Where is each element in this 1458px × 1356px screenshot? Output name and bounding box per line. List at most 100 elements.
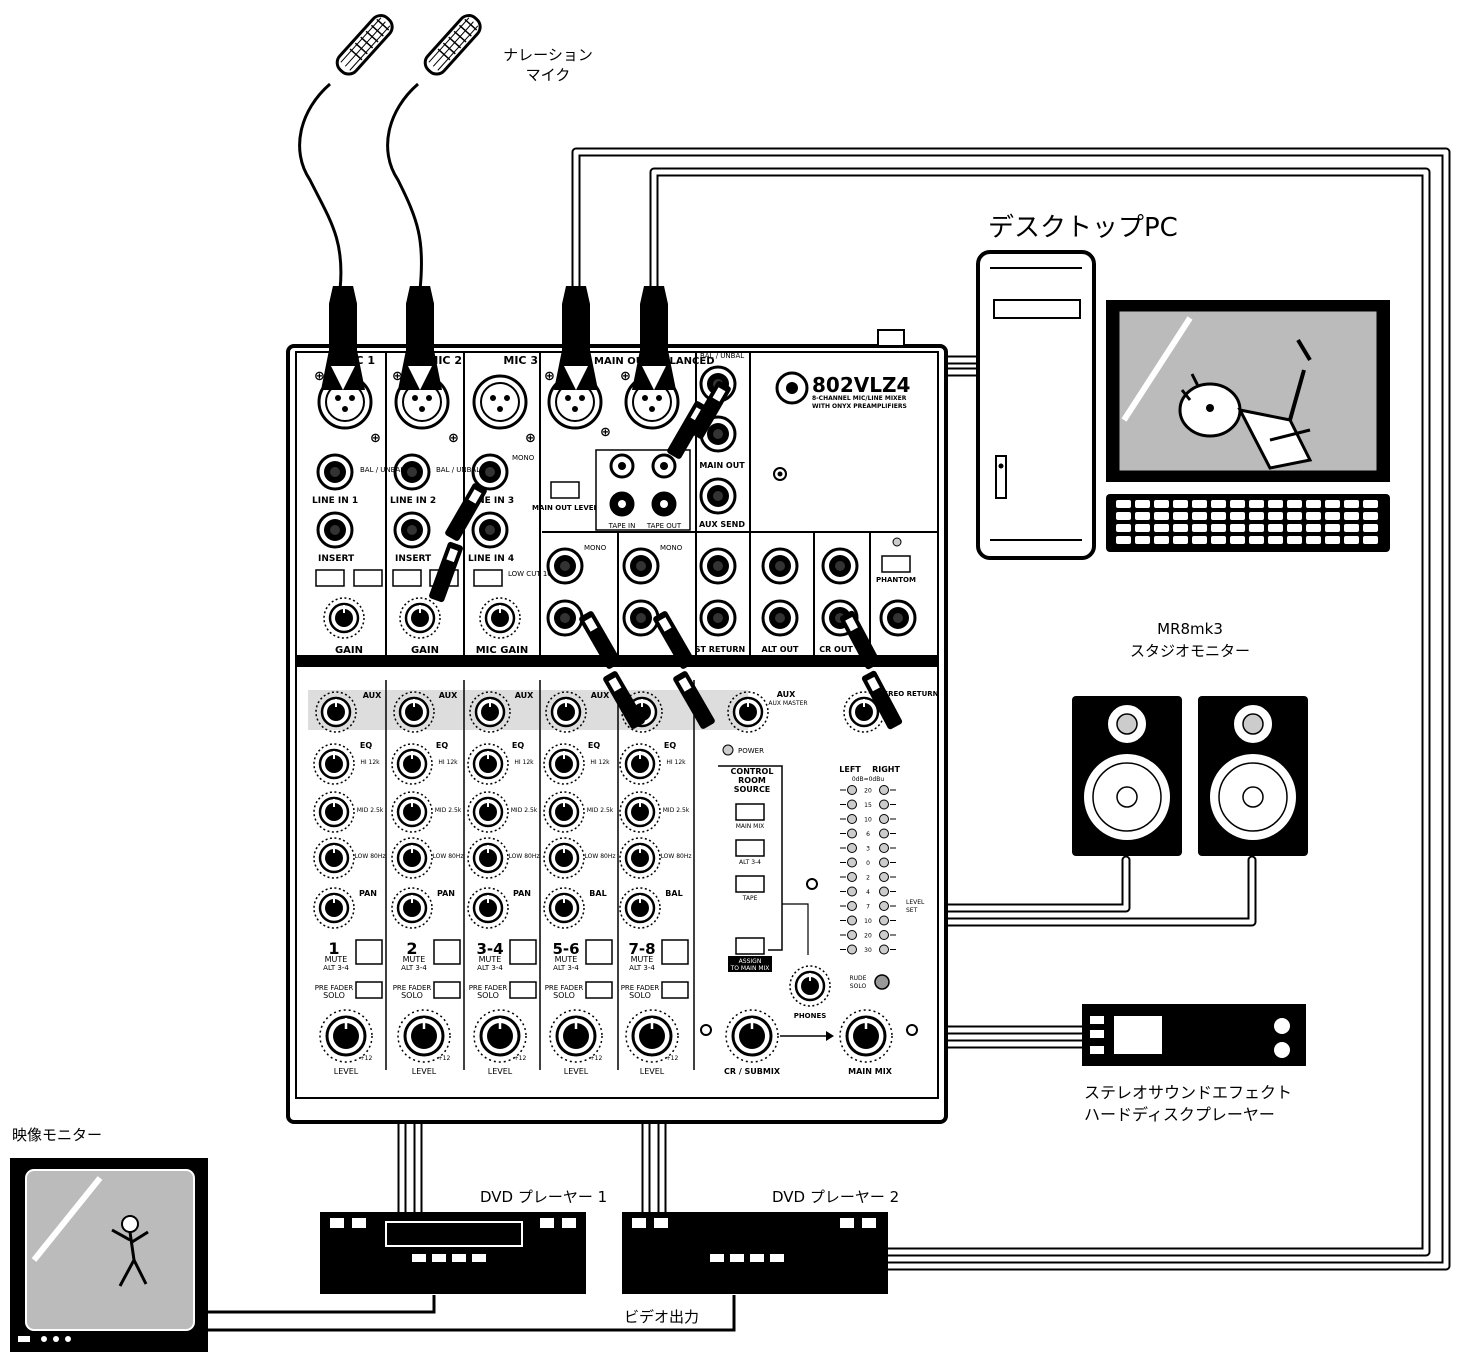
alt-out-r-jack[interactable] (761, 599, 799, 637)
line-in-5-jack[interactable] (546, 547, 584, 585)
microphone-icon (423, 14, 482, 76)
cr-main-mix-button[interactable] (735, 803, 765, 821)
keyboard-key (1325, 524, 1340, 532)
mid-label-3: MID 2.5k (511, 807, 538, 814)
keyboard-key (1192, 524, 1207, 532)
effects-label-2: ハードディスクプレーヤー (1084, 1105, 1275, 1124)
cr-alt-label: ALT 3-4 (739, 859, 761, 866)
meter-led (847, 930, 857, 940)
mute-button-2[interactable] (433, 939, 461, 965)
aux-label-2: AUX (439, 691, 458, 700)
solo-button-1[interactable] (355, 981, 383, 999)
xlr-plug-main-r (632, 286, 676, 390)
low-cut-switch[interactable] (473, 569, 503, 587)
xlr-plug-main-l (554, 286, 598, 390)
keyboard-key (1135, 524, 1150, 532)
channel-number-3: 3-4 (476, 940, 503, 958)
line-in-8-jack[interactable] (622, 599, 660, 637)
cr-tape-label: TAPE (742, 895, 758, 902)
alt-label-1: ALT 3-4 (323, 964, 349, 972)
low-label-1: LOW 80Hz (355, 853, 386, 860)
main-out-level-label: MAIN OUT LEVEL (532, 504, 599, 512)
cr-tape-button[interactable] (735, 875, 765, 893)
insert-2-jack[interactable] (393, 511, 431, 549)
switch-1b[interactable] (353, 569, 383, 587)
meter-led (879, 785, 889, 795)
low-label-2: LOW 80Hz (433, 853, 464, 860)
mute-label-2: MUTE (403, 955, 426, 964)
mid-label-2: MID 2.5k (435, 807, 462, 814)
monitor-label-2: スタジオモニター (1130, 642, 1250, 660)
keyboard-key (1116, 524, 1131, 532)
meter-scale-label: 2 (866, 875, 870, 882)
low-label-4: LOW 80Hz (585, 853, 616, 860)
alt-out-l-jack[interactable] (761, 547, 799, 585)
assign-main-button[interactable] (735, 937, 765, 955)
insert-2-label: INSERT (395, 554, 432, 564)
mid-label-5: MID 2.5k (663, 807, 690, 814)
cr-out-l-jack[interactable] (821, 547, 859, 585)
alt-label-3: ALT 3-4 (477, 964, 503, 972)
keyboard-key (1306, 500, 1321, 508)
solo-button-4[interactable] (585, 981, 613, 999)
meter-scale-label: 7 (866, 904, 870, 911)
keyboard-key (1154, 500, 1169, 508)
solo-button-3[interactable] (509, 981, 537, 999)
cr-alt-button[interactable] (735, 839, 765, 857)
st-return-l-jack[interactable] (699, 547, 737, 585)
meter-scale-label: 10 (864, 918, 872, 925)
aux-send-jack[interactable] (699, 477, 737, 515)
solo-label-3: SOLO (477, 991, 499, 1000)
power-label: POWER (738, 747, 764, 755)
keyboard-key (1344, 512, 1359, 520)
meter-scale-label: 20 (864, 933, 872, 940)
meter-scale-label: 4 (866, 889, 870, 896)
keyboard-key (1230, 524, 1245, 532)
keyboard-key (1363, 500, 1378, 508)
meter-led (879, 857, 889, 868)
mute-button-4[interactable] (585, 939, 613, 965)
phones-jack[interactable] (879, 599, 917, 637)
main-out-level-switch[interactable] (550, 481, 580, 499)
insert-1-jack[interactable] (316, 511, 354, 549)
mic3-xlr-input[interactable] (472, 374, 528, 430)
meter-led (847, 944, 857, 955)
switch-1a[interactable] (315, 569, 345, 587)
st-return-r-jack[interactable] (699, 599, 737, 637)
line-in-1-jack[interactable] (316, 453, 354, 491)
st-return-label: ST RETURN (695, 645, 745, 654)
solo-button-5[interactable] (661, 981, 689, 999)
hi-label-1: HI 12k (360, 759, 380, 766)
keyboard-key (1287, 524, 1302, 532)
keyboard-key (1154, 536, 1169, 544)
eq-label-5: EQ (664, 741, 676, 750)
svg-text:⊕: ⊕ (620, 369, 631, 384)
line-in-4-jack[interactable] (471, 511, 509, 549)
mute-button-5[interactable] (661, 939, 689, 965)
stereo-return-label: STEREO RETURN (873, 690, 938, 698)
keyboard-key (1173, 512, 1188, 520)
mute-button-3[interactable] (509, 939, 537, 965)
mic-gain-label: MIC GAIN (476, 645, 529, 656)
keyboard-key (1192, 512, 1207, 520)
solo-button-2[interactable] (433, 981, 461, 999)
keyboard-key (1363, 524, 1378, 532)
narration-mic-label-2: マイク (526, 66, 571, 84)
switch-2a[interactable] (392, 569, 422, 587)
rca-jack-icon[interactable] (609, 453, 677, 517)
line-in-6-jack[interactable] (546, 599, 584, 637)
line-in-7-jack[interactable] (622, 547, 660, 585)
speaker-icon (1198, 696, 1308, 856)
keyboard-key (1325, 536, 1340, 544)
mute-button-1[interactable] (355, 939, 383, 965)
meter-led (847, 857, 857, 868)
keyboard-key (1268, 512, 1283, 520)
dvd-player-icon (320, 1212, 586, 1294)
keyboard-key (1154, 524, 1169, 532)
svg-text:⊕: ⊕ (600, 425, 611, 440)
rude-solo-2: SOLO (850, 983, 867, 990)
keyboard-key (1306, 524, 1321, 532)
meter-led (879, 828, 889, 839)
hi-label-3: HI 12k (514, 759, 534, 766)
phantom-switch[interactable] (881, 555, 911, 573)
